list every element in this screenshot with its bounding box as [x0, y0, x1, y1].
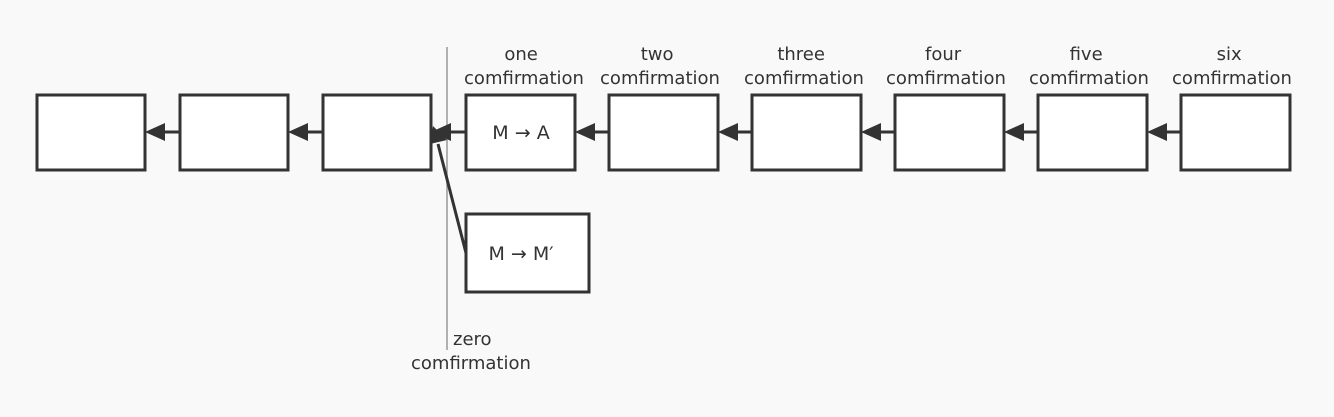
block-2 — [321, 93, 433, 172]
label-two-confirmation: two comfirmation — [600, 44, 720, 89]
arrowhead-b5-b4 — [718, 123, 738, 141]
label-zero-confirmation: zero comfirmation — [411, 329, 531, 374]
arrowhead-b3-b2 — [431, 123, 451, 141]
label-zero-line2: comfirmation — [411, 353, 531, 374]
link-fork-b2 — [436, 143, 468, 254]
label-three-confirmation: three comfirmation — [744, 44, 864, 89]
block-3-main-tx — [464, 93, 577, 172]
block-4 — [607, 93, 720, 172]
label-three-line2: comfirmation — [744, 68, 864, 89]
label-two-line2: comfirmation — [600, 68, 720, 89]
label-one-line1: one — [504, 44, 538, 65]
block-8 — [1179, 93, 1292, 172]
label-four-line2: comfirmation — [886, 68, 1006, 89]
label-five-confirmation: five comfirmation — [1029, 44, 1149, 89]
arrowhead-b4-b3 — [575, 123, 595, 141]
block-1 — [178, 93, 290, 172]
arrowhead-b7-b6 — [1004, 123, 1024, 141]
label-zero-line1: zero — [453, 329, 492, 350]
label-five-line1: five — [1070, 44, 1103, 65]
label-five-line2: comfirmation — [1029, 68, 1149, 89]
label-six-line1: six — [1217, 44, 1242, 65]
label-three-line1: three — [777, 44, 825, 65]
arrowhead-b6-b5 — [861, 123, 881, 141]
label-one-line2: comfirmation — [464, 68, 584, 89]
arrowhead-fork-b2 — [430, 126, 447, 144]
fork-tx-label: M → M′ — [488, 243, 553, 265]
block-7 — [1036, 93, 1149, 172]
label-two-line1: two — [641, 44, 674, 65]
arrowhead-b1-b0 — [145, 123, 165, 141]
label-six-confirmation: six comfirmation — [1172, 44, 1292, 89]
arrowhead-b2-b1 — [288, 123, 308, 141]
main-tx-label: M → A — [492, 122, 549, 144]
label-six-line2: comfirmation — [1172, 68, 1292, 89]
label-four-line1: four — [925, 44, 962, 65]
block-6 — [893, 93, 1006, 172]
block-fork — [464, 212, 591, 294]
block-0 — [35, 93, 147, 172]
label-four-confirmation: four comfirmation — [886, 44, 1006, 89]
label-one-confirmation: one comfirmation — [464, 44, 584, 89]
arrowhead-b8-b7 — [1147, 123, 1167, 141]
block-5 — [750, 93, 863, 172]
